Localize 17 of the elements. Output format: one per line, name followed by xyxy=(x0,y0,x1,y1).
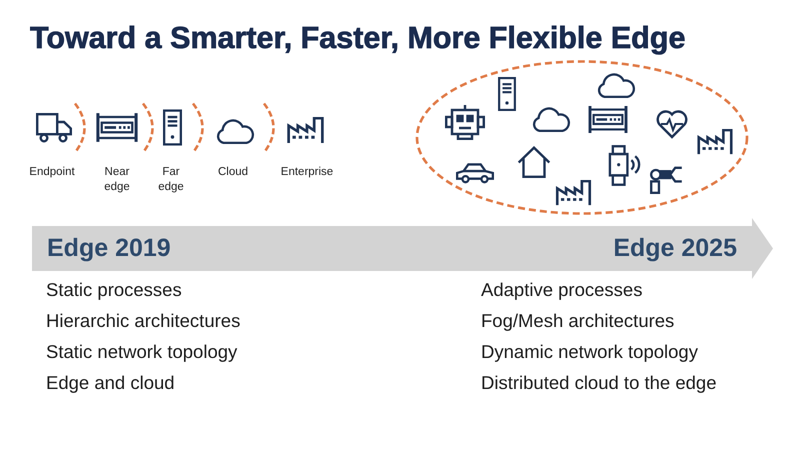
tier-label: Cloud xyxy=(216,165,250,180)
tier-label: Enterprise xyxy=(280,165,334,180)
title: Toward a Smarter, Faster, More Flexible Edge xyxy=(30,20,686,56)
tier-label: Far edge xyxy=(157,165,185,195)
tier-label: Endpoint xyxy=(28,165,76,180)
feature-text: Static network topology xyxy=(46,341,238,363)
feature-text: Fog/Mesh architectures xyxy=(481,310,674,332)
feature-text: Dynamic network topology xyxy=(481,341,698,363)
tier-label: Near edge xyxy=(103,165,131,195)
year-label: Edge 2019 xyxy=(47,233,171,263)
feature-text: Edge and cloud xyxy=(46,372,175,394)
year-label: Edge 2025 xyxy=(613,233,737,263)
feature-text: Static processes xyxy=(46,279,182,301)
feature-text: Distributed cloud to the edge xyxy=(481,372,717,394)
feature-text: Adaptive processes xyxy=(481,279,642,301)
timeline-arrow-band xyxy=(32,218,773,279)
feature-text: Hierarchic architectures xyxy=(46,310,240,332)
